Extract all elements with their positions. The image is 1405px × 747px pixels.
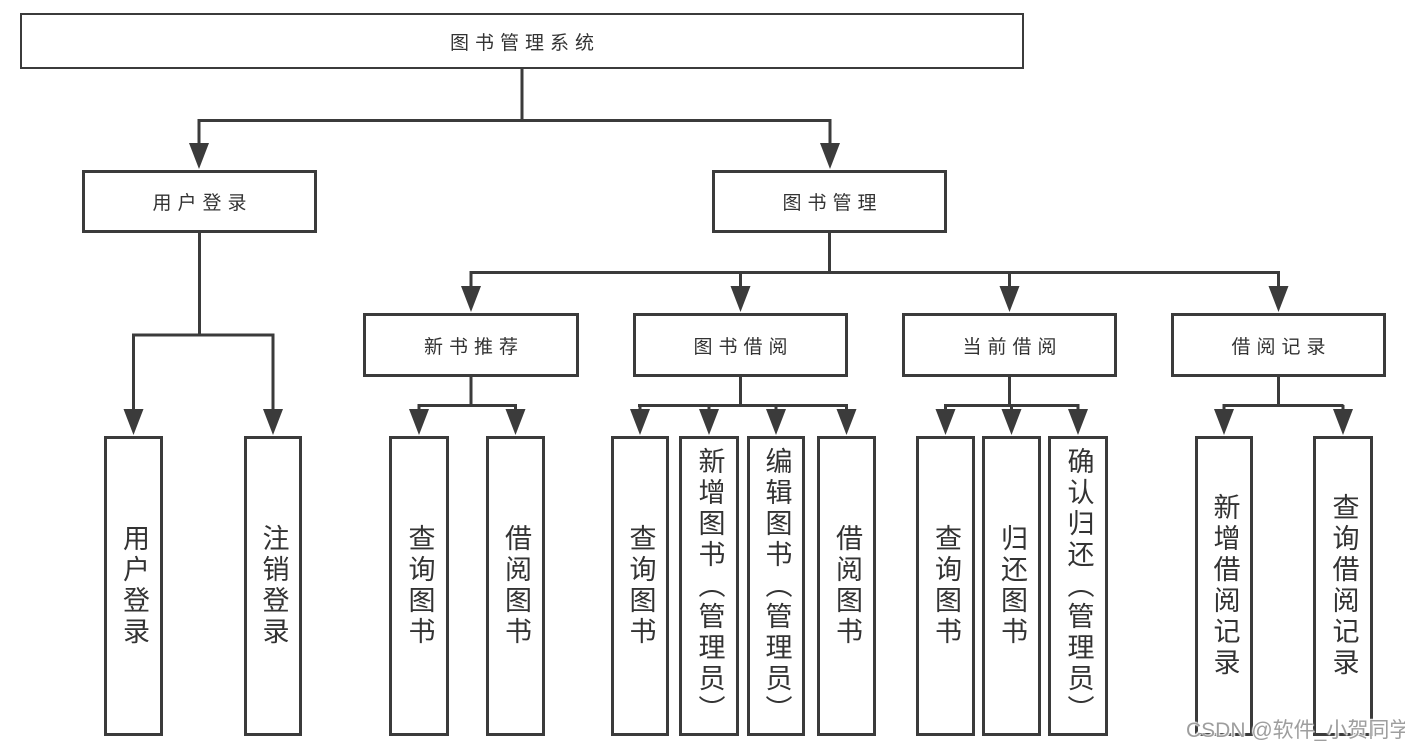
leaf-add-books-admin: 新增图书（管理员） bbox=[679, 436, 739, 736]
node-book-borrowing-label: 图书借阅 bbox=[693, 336, 794, 358]
leaf-add-borrow-record-label: 新增借阅记录 bbox=[1209, 493, 1240, 679]
leaf-query-borrow-record-label: 查询借阅记录 bbox=[1328, 493, 1359, 679]
node-new-book-rec-label: 新书推荐 bbox=[423, 336, 524, 358]
leaf-return-books: 归还图书 bbox=[982, 436, 1041, 736]
node-root: 图书管理系统 bbox=[20, 13, 1024, 69]
csdn-watermark: CSDN @软件_小贺同学 bbox=[1186, 719, 1405, 742]
leaf-query-books-2: 查询图书 bbox=[611, 436, 669, 736]
leaf-borrow-books-1-label: 借阅图书 bbox=[501, 524, 531, 648]
leaf-query-borrow-record: 查询借阅记录 bbox=[1313, 436, 1373, 736]
node-borrow-records: 借阅记录 bbox=[1171, 313, 1386, 377]
node-current-borrowing: 当前借阅 bbox=[902, 313, 1117, 377]
leaf-confirm-return-admin: 确认归还（管理员） bbox=[1048, 436, 1108, 736]
leaf-borrow-books-1: 借阅图书 bbox=[486, 436, 545, 736]
arrowheads bbox=[123, 143, 1353, 435]
node-book-borrowing: 图书借阅 bbox=[633, 313, 848, 377]
leaf-logout-label: 注销登录 bbox=[258, 524, 289, 648]
leaf-add-borrow-record: 新增借阅记录 bbox=[1195, 436, 1253, 736]
node-user-login: 用户登录 bbox=[82, 170, 317, 233]
leaf-query-books-1: 查询图书 bbox=[389, 436, 449, 736]
leaf-user-login: 用户登录 bbox=[104, 436, 163, 736]
leaf-query-books-1-label: 查询图书 bbox=[404, 524, 435, 648]
leaf-edit-books-admin-label: 编辑图书（管理员） bbox=[761, 446, 792, 726]
node-current-borrowing-label: 当前借阅 bbox=[962, 336, 1063, 358]
leaf-logout: 注销登录 bbox=[244, 436, 302, 736]
leaf-query-books-2-label: 查询图书 bbox=[625, 524, 656, 648]
leaf-borrow-books-2-label: 借阅图书 bbox=[832, 524, 862, 648]
leaf-borrow-books-2: 借阅图书 bbox=[817, 436, 876, 736]
leaf-query-books-3-label: 查询图书 bbox=[931, 524, 961, 648]
node-book-mgmt: 图书管理 bbox=[712, 170, 947, 233]
node-root-label: 图书管理系统 bbox=[449, 32, 600, 54]
leaf-confirm-return-admin-label: 确认归还（管理员） bbox=[1063, 446, 1094, 726]
leaf-edit-books-admin: 编辑图书（管理员） bbox=[747, 436, 805, 736]
node-new-book-rec: 新书推荐 bbox=[363, 313, 579, 377]
node-borrow-records-label: 借阅记录 bbox=[1231, 336, 1332, 358]
node-book-mgmt-label: 图书管理 bbox=[782, 193, 883, 214]
leaf-add-books-admin-label: 新增图书（管理员） bbox=[694, 446, 725, 726]
node-user-login-label: 用户登录 bbox=[152, 193, 253, 214]
leaf-return-books-label: 归还图书 bbox=[997, 524, 1027, 648]
leaf-user-login-label: 用户登录 bbox=[119, 524, 149, 648]
leaf-query-books-3: 查询图书 bbox=[916, 436, 975, 736]
